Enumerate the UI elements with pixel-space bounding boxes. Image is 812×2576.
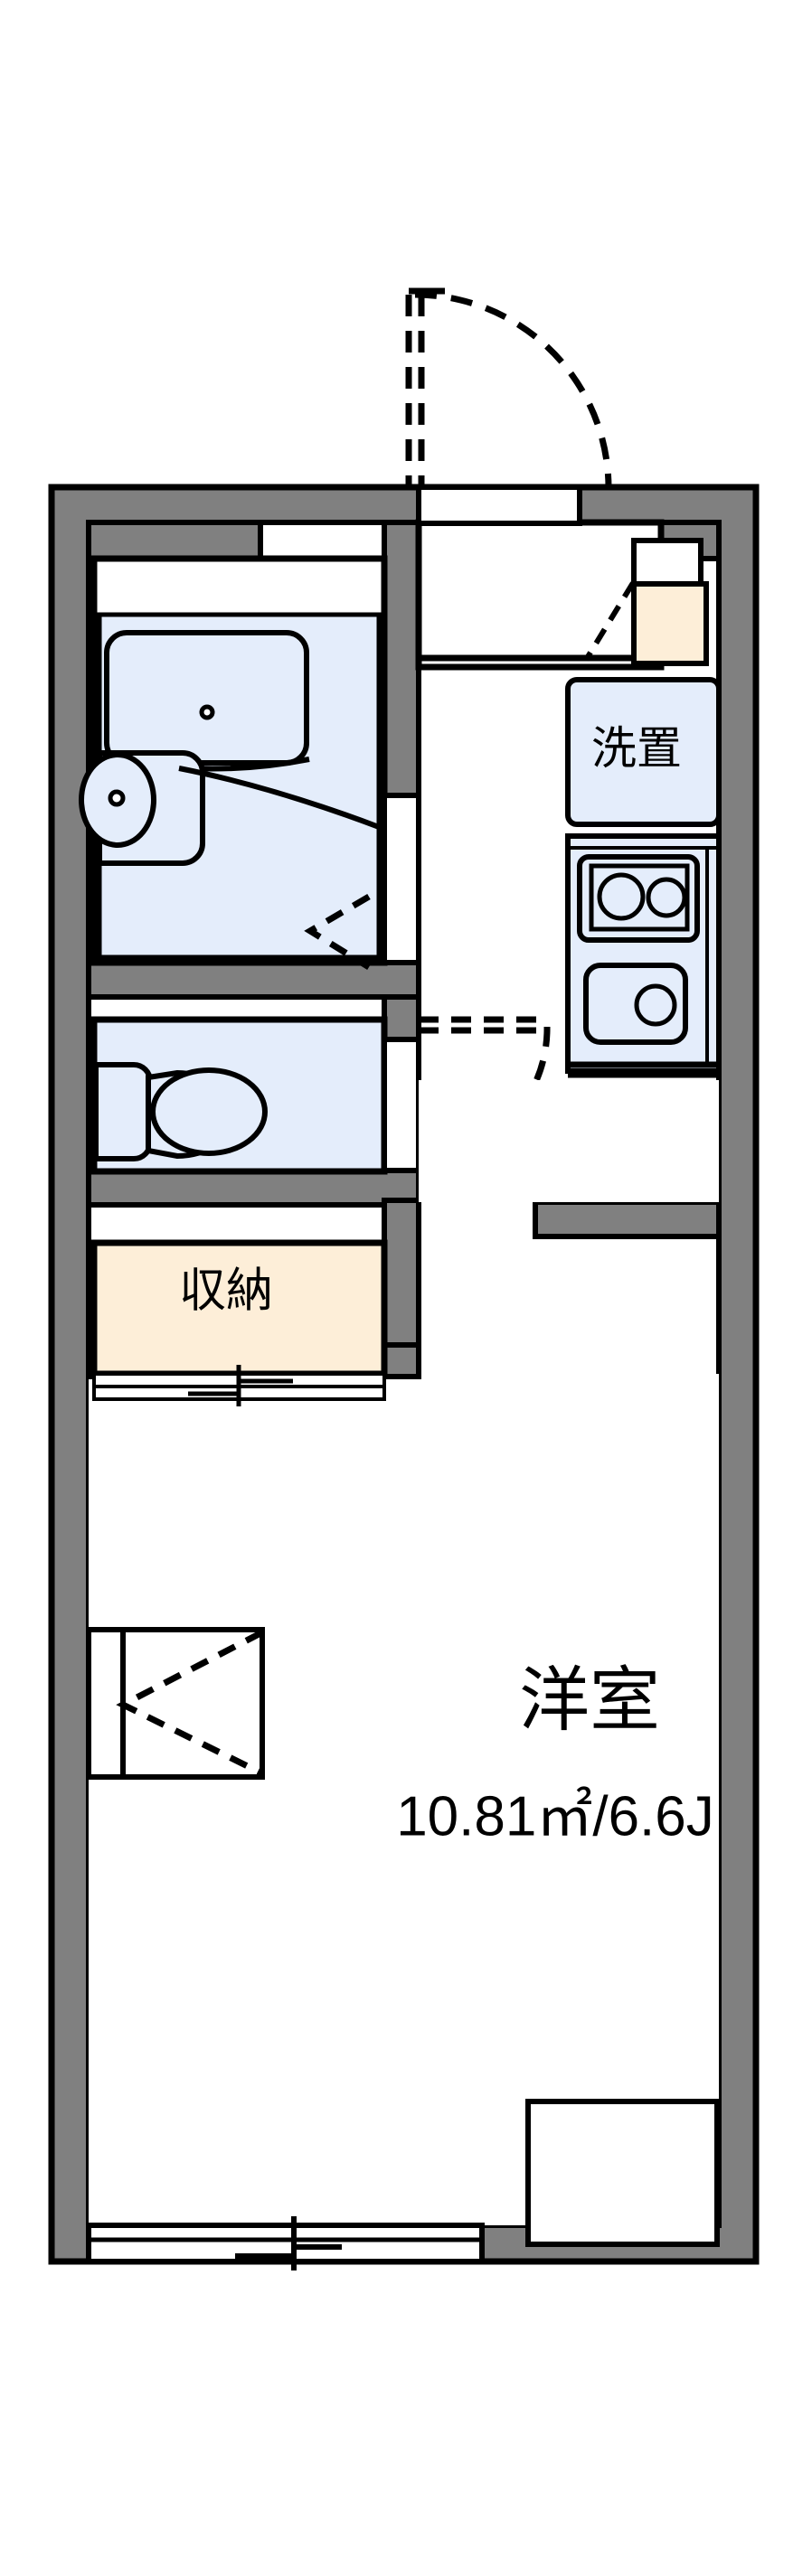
closet-label: 収納 [179, 1265, 273, 1318]
kitchen-sink-drain-icon [634, 983, 677, 1027]
wall-bath-toilet [86, 960, 421, 1000]
main-room-floor [89, 1374, 719, 2225]
toilet-doorway [382, 1037, 421, 1173]
bathtub-drain-icon [199, 704, 215, 720]
entrance-doorway [416, 484, 582, 526]
bathtub [104, 630, 309, 766]
shoe-cabinet [631, 581, 709, 666]
room-window-left-frame [120, 1627, 265, 1780]
corridor-floor [419, 1080, 719, 1202]
washbasin-drain-icon [108, 789, 126, 807]
shower-sweep [178, 766, 381, 830]
main-room-area-label: 10.81㎡/6.6J [396, 1785, 714, 1847]
shoe-cabinet-top [631, 538, 703, 587]
wall-top-left-stub [86, 520, 263, 561]
toilet-bowl-icon [150, 1067, 268, 1156]
laundry-label: 洗置 [591, 723, 682, 774]
room-window-left-open-icon [116, 1629, 264, 1777]
bathroom [79, 555, 421, 970]
main-room-label: 洋室 [519, 1660, 660, 1740]
washing-machine-space [565, 677, 722, 827]
closet: 収納 [90, 1239, 388, 1406]
wall-closet-right [382, 1198, 421, 1348]
built-in-unit [525, 2099, 720, 2247]
entrance-door-swing-arc [414, 291, 612, 488]
wall-toilet-closet [86, 1168, 421, 1208]
kitchen-area: 洗置 [565, 677, 722, 1078]
toilet-room [90, 1016, 551, 1175]
stove-burner-right-icon [646, 877, 687, 918]
bathroom-door-folding-icon [304, 893, 371, 970]
main-room: 洋室 10.81㎡/6.6J [86, 1627, 720, 2270]
shoe-cabinet-open-icon [583, 581, 636, 662]
closet-enclosure [90, 1239, 388, 1377]
entrance-area [405, 287, 709, 671]
room-window-left-opening [86, 1627, 126, 1780]
toilet-tank [93, 1062, 153, 1161]
wall-kitchen-room [533, 1199, 722, 1239]
bathroom-doorway [382, 793, 421, 965]
stove-burner-left-icon [597, 872, 646, 921]
